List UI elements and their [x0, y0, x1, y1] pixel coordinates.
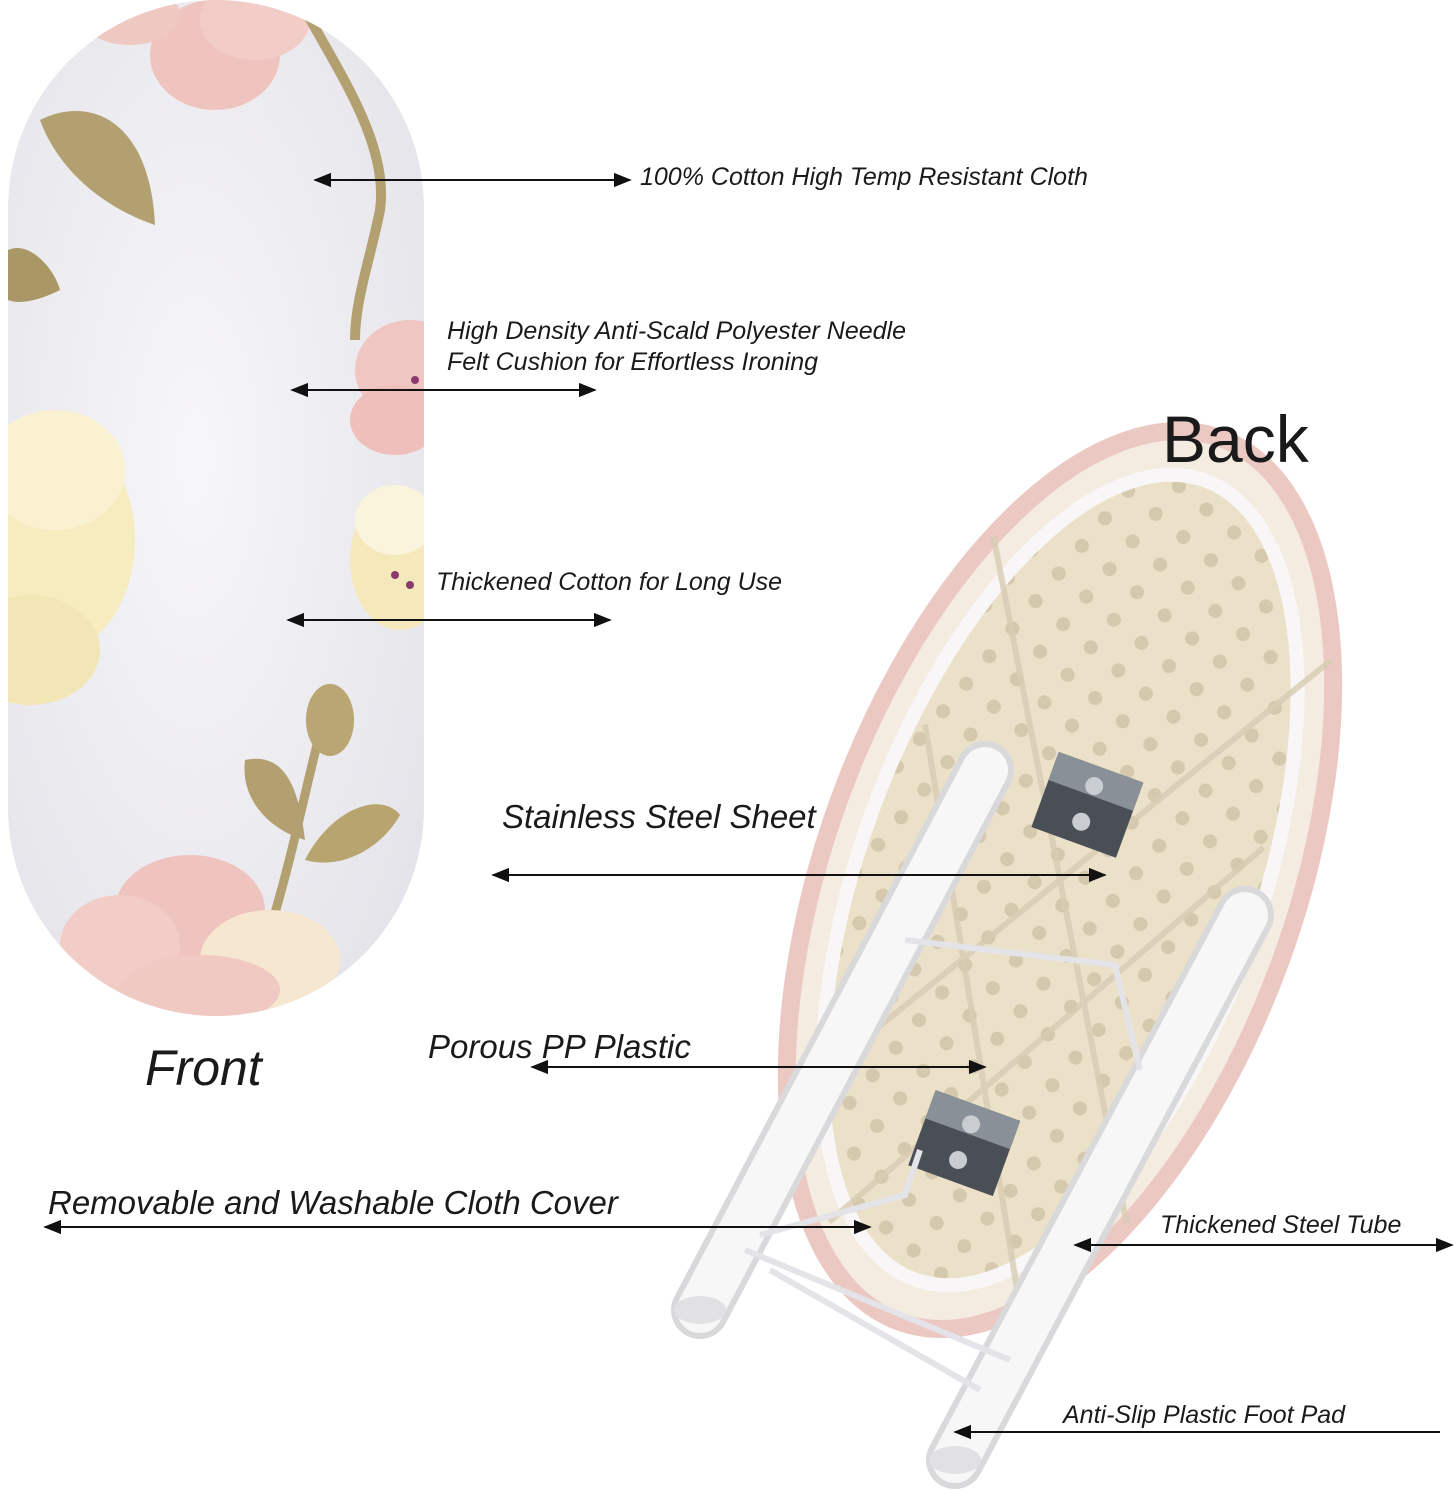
label-cloth-cover: Removable and Washable Cloth Cover [48, 1184, 618, 1221]
label-steel-sheet: Stainless Steel Sheet [502, 798, 816, 835]
label-cloth: 100% Cotton High Temp Resistant Cloth [640, 163, 1088, 191]
label-foot-pad: Anti-Slip Plastic Foot Pad [1063, 1401, 1346, 1429]
cream-flower-right [350, 485, 424, 630]
foot-pad-left [674, 1296, 726, 1324]
label-thickened-cotton: Thickened Cotton for Long Use [436, 568, 783, 596]
cream-flower-left [8, 410, 135, 705]
back-view-label: Back [1162, 402, 1309, 476]
label-felt-line1: High Density Anti-Scald Polyester Needle [447, 317, 907, 345]
steel-sheet-top [1031, 751, 1144, 858]
bud-branch [244, 684, 400, 932]
label-steel-tube: Thickened Steel Tube [1160, 1211, 1402, 1239]
steel-tube-frame [671, 741, 1274, 1489]
foot-pad-right [929, 1446, 981, 1474]
callout-arrows [43, 172, 1454, 1440]
pink-flower-bottom [60, 855, 340, 1016]
front-ironing-board [8, 0, 424, 1016]
leaf-shape [40, 111, 155, 225]
front-view-label: Front [145, 1040, 262, 1096]
label-pp-plastic: Porous PP Plastic [428, 1028, 691, 1065]
steel-sheet-bottom [908, 1090, 1021, 1197]
label-felt-line2: Felt Cushion for Effortless Ironing [447, 348, 818, 376]
